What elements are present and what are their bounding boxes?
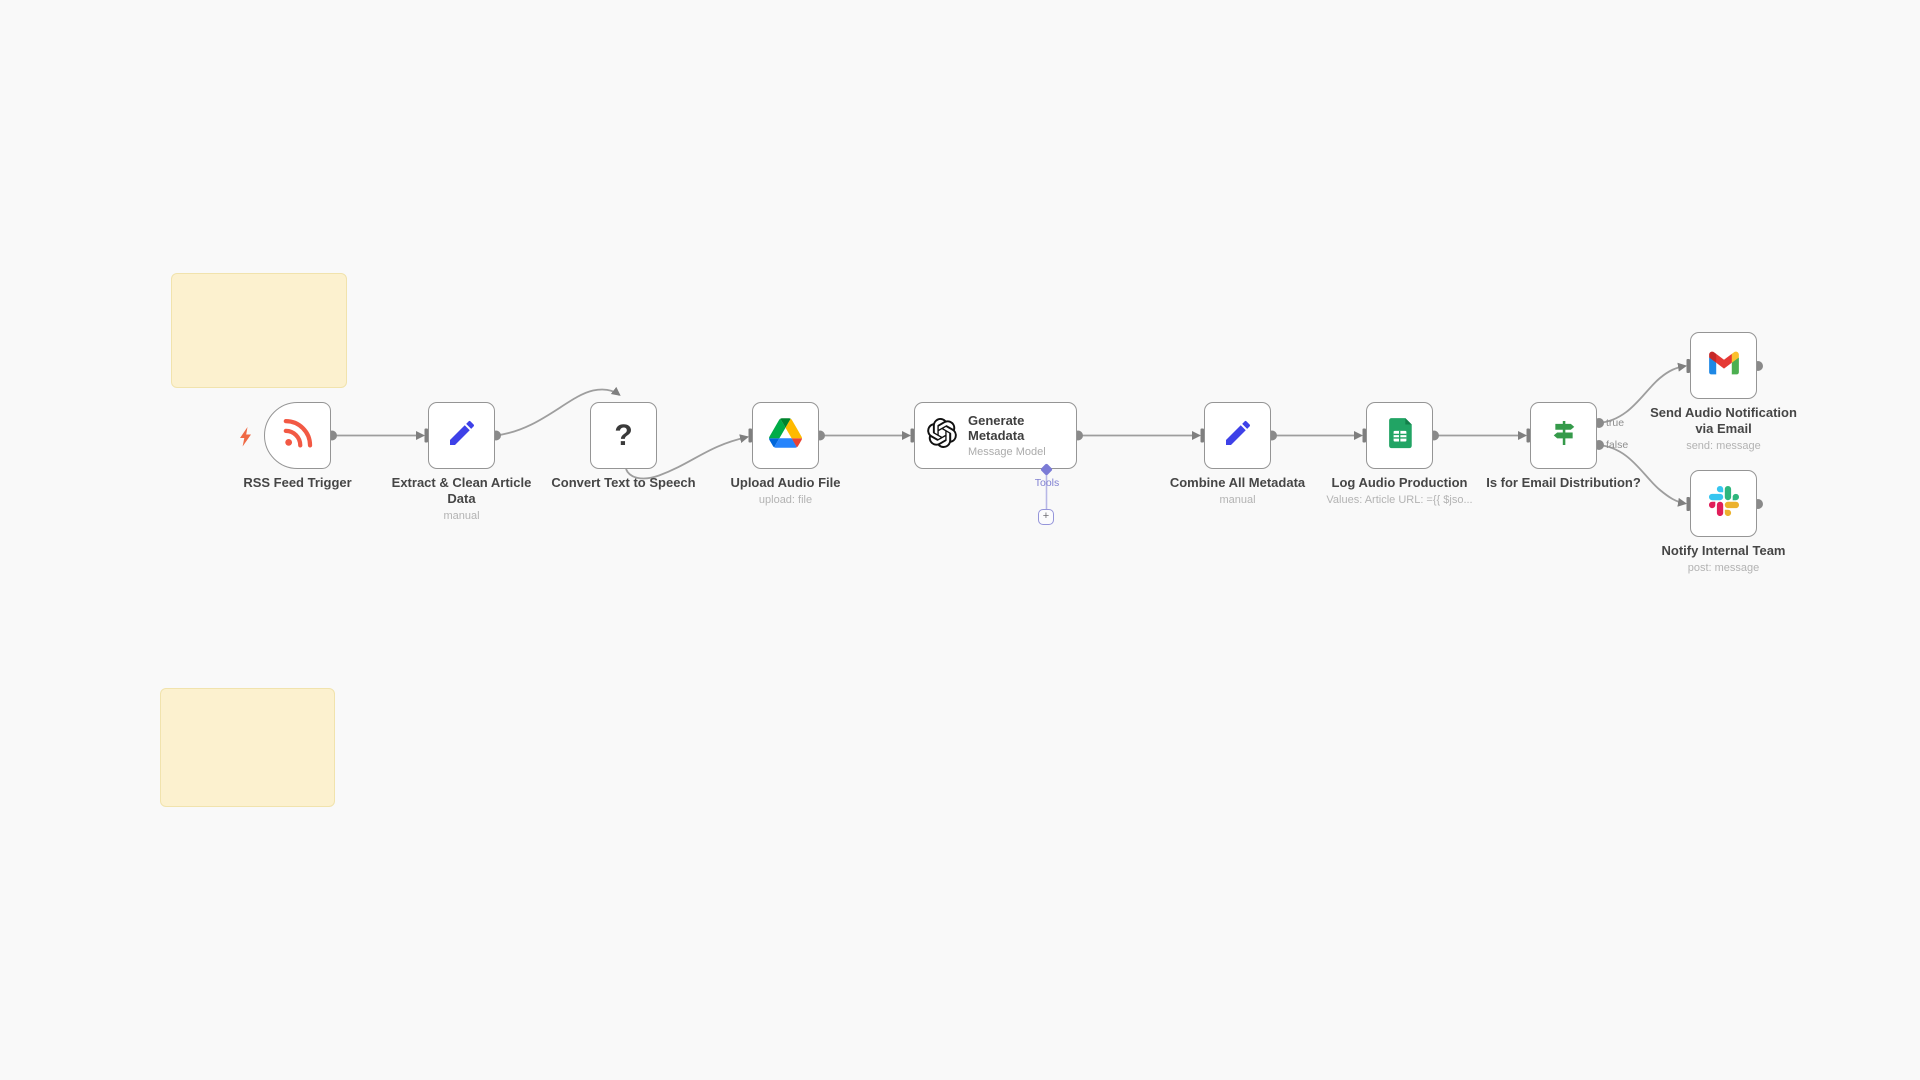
question-mark-icon: ? (614, 418, 633, 452)
input-endpoint[interactable] (748, 428, 753, 443)
gmail-icon (1707, 346, 1741, 385)
google-drive-icon (769, 418, 802, 453)
pencil-icon (1222, 417, 1254, 454)
input-endpoint[interactable] (1686, 497, 1691, 511)
google-sheets-icon (1385, 417, 1415, 454)
tools-port-label: Tools (1034, 477, 1060, 489)
signpost-icon (1548, 417, 1580, 454)
slack-icon (1708, 486, 1739, 521)
edge-switch-true-to-gmail[interactable] (1598, 362, 1687, 424)
edge-extract-to-convert-top[interactable] (495, 386, 621, 437)
input-endpoints (424, 359, 1691, 511)
switch-output-label-false: false (1606, 439, 1629, 451)
node-log-audio-production[interactable]: Log Audio Production Values: Article URL… (1326, 402, 1473, 506)
node-inner-text: Generate Metadata Message Model (968, 413, 1060, 458)
node-sublabel: Message Model (968, 446, 1046, 458)
switch-output-label-true: true (1606, 417, 1625, 429)
openai-icon (927, 418, 957, 453)
trigger-lightning-icon (240, 427, 251, 447)
node-send-audio-notification-via-email[interactable]: Send Audio Notification via Email send: … (1650, 332, 1797, 452)
node-combine-all-metadata[interactable]: Combine All Metadata manual (1170, 402, 1305, 506)
pencil-icon (446, 417, 478, 454)
node-rss-feed-trigger[interactable]: RSS Feed Trigger (243, 402, 352, 490)
input-endpoint[interactable] (424, 428, 429, 443)
add-tool-button[interactable]: + (1038, 509, 1054, 525)
node-convert-text-to-speech[interactable]: ? Convert Text to Speech (551, 402, 696, 490)
node-is-for-email-distribution[interactable]: Is for Email Distribution? (1486, 402, 1641, 490)
input-endpoint[interactable] (1526, 428, 1531, 443)
input-endpoint[interactable] (1686, 359, 1691, 373)
node-extract-clean-article-data[interactable]: Extract & Clean Article Data manual (392, 402, 531, 522)
node-upload-audio-file[interactable]: Upload Audio File upload: file (730, 402, 841, 506)
sticky-note-bottom[interactable] (160, 688, 335, 807)
input-endpoint[interactable] (1362, 428, 1367, 443)
edge-convert-bottom-to-upload[interactable] (625, 434, 749, 480)
rss-icon (281, 416, 315, 455)
node-label: Generate Metadata (968, 413, 1025, 443)
node-generate-metadata[interactable]: Generate Metadata Message Model (914, 402, 1077, 469)
sticky-note-top[interactable] (171, 273, 347, 388)
input-endpoint[interactable] (910, 428, 915, 443)
edge-switch-false-to-slack[interactable] (1598, 444, 1687, 507)
node-notify-internal-team[interactable]: Notify Internal Team post: message (1661, 470, 1786, 574)
input-endpoint[interactable] (1200, 428, 1205, 443)
